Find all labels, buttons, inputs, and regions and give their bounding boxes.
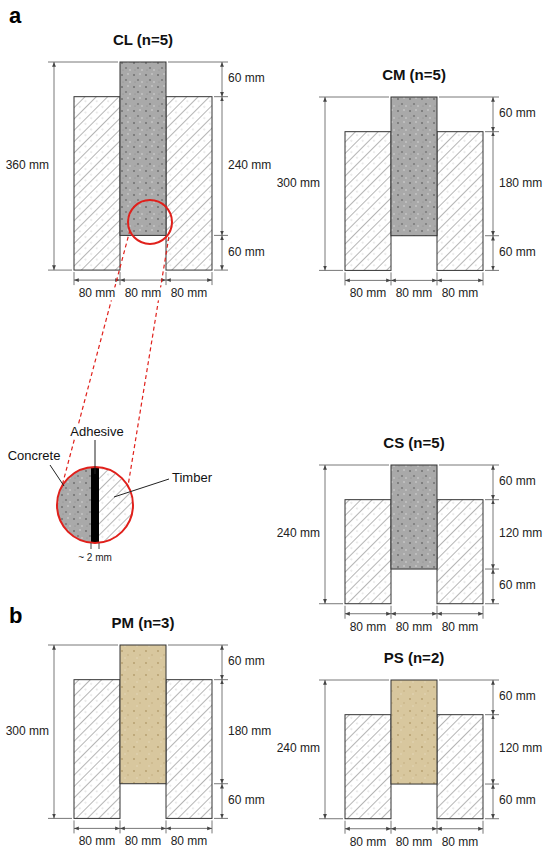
dimension-label: 60 mm xyxy=(498,246,537,259)
dimension-label: 80 mm xyxy=(395,288,434,301)
specimen xyxy=(48,62,228,285)
callout-label: Timber xyxy=(171,471,213,485)
dimension-label: 60 mm xyxy=(227,246,266,259)
dimension-label: 80 mm xyxy=(395,621,434,634)
dimension-label: 60 mm xyxy=(498,476,537,489)
dimension-label: 300 mm xyxy=(5,725,50,738)
dimension-label: 80 mm xyxy=(441,836,480,849)
dimension-label: 360 mm xyxy=(5,159,50,172)
dimension-label: 80 mm xyxy=(395,836,434,849)
callout-label: Adhesive xyxy=(69,425,124,439)
dimension-label: 240 mm xyxy=(276,528,321,541)
dimension-label: 80 mm xyxy=(78,836,117,849)
dimension-label: 80 mm xyxy=(349,288,388,301)
dimension-label: 60 mm xyxy=(498,795,537,808)
dimension-label: 60 mm xyxy=(227,73,266,86)
specimen xyxy=(319,465,499,619)
panel-letter: b xyxy=(8,604,23,628)
dimension-label: 120 mm xyxy=(498,528,543,541)
specimen-title: CL (n=5) xyxy=(112,32,174,49)
panel-letter: a xyxy=(8,4,22,28)
dimension-label: 60 mm xyxy=(227,794,266,807)
dimension-label: ~ 2 mm xyxy=(77,552,113,563)
specimen xyxy=(48,645,228,833)
dimension-label: 300 mm xyxy=(276,177,321,190)
dimension-label: 80 mm xyxy=(349,621,388,634)
callout-label: Concrete xyxy=(7,449,62,463)
dimension-label: 80 mm xyxy=(170,836,209,849)
specimen xyxy=(319,680,499,834)
dimension-label: 80 mm xyxy=(441,621,480,634)
dimension-label: 60 mm xyxy=(498,108,537,121)
dimension-label: 80 mm xyxy=(124,836,163,849)
specimen-title: PS (n=2) xyxy=(383,650,445,667)
dimension-label: 240 mm xyxy=(227,159,272,172)
dimension-label: 180 mm xyxy=(498,177,543,190)
dimension-label: 60 mm xyxy=(498,580,537,593)
specimen xyxy=(319,97,499,285)
dimension-label: 80 mm xyxy=(124,287,163,300)
dimension-label: 80 mm xyxy=(78,287,117,300)
dimension-label: 60 mm xyxy=(227,656,266,669)
specimen-title: CM (n=5) xyxy=(381,67,447,84)
dimension-label: 60 mm xyxy=(498,691,537,704)
dimension-label: 80 mm xyxy=(441,288,480,301)
dimension-label: 120 mm xyxy=(498,743,543,756)
dimension-label: 80 mm xyxy=(170,287,209,300)
dimension-label: 240 mm xyxy=(276,743,321,756)
dimension-label: 80 mm xyxy=(349,836,388,849)
specimen-title: CS (n=5) xyxy=(382,435,445,452)
dimension-label: 180 mm xyxy=(227,725,272,738)
specimen-title: PM (n=3) xyxy=(111,615,176,632)
